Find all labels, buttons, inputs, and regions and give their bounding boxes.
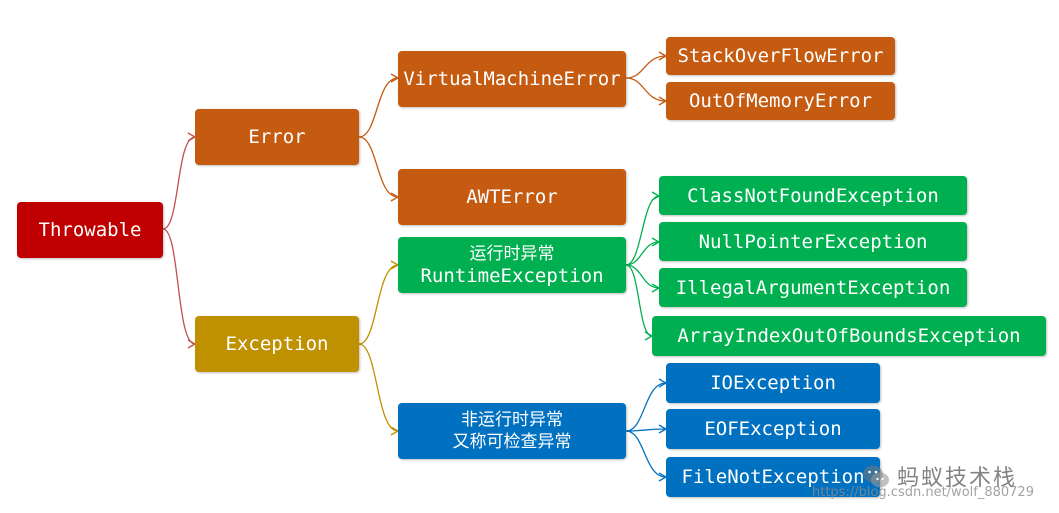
node-illegal-argument-exception: IllegalArgumentException (659, 268, 967, 307)
node-file-not-exception-label: FileNotException (681, 466, 865, 488)
node-file-not-exception: FileNotException (666, 457, 880, 497)
node-virtual-machine-error: VirtualMachineError (398, 51, 626, 107)
connector-throwable-exception (162, 228, 196, 345)
connector-checked-io (625, 382, 667, 432)
node-runtime-exception: 运行时异常 RuntimeException (398, 237, 626, 293)
node-array-index-out-of-bounds-exception-label: ArrayIndexOutOfBoundsException (677, 325, 1021, 347)
node-eof-exception-label: EOFException (704, 418, 842, 440)
connector-exception-runtime (358, 264, 399, 345)
node-out-of-memory-error: OutOfMemoryError (666, 82, 895, 120)
connector-runtime-classnotfound (625, 195, 660, 266)
node-throwable-label: Throwable (38, 219, 142, 241)
connector-error-awt (358, 136, 399, 198)
connector-throwable-error (162, 136, 196, 230)
node-io-exception: IOException (666, 363, 880, 403)
node-null-pointer-exception-label: NullPointerException (698, 230, 928, 253)
connector-runtime-arrayindex (625, 264, 653, 337)
wechat-icon (863, 465, 889, 488)
node-exception: Exception (195, 316, 359, 372)
watermark-name: 蚂蚁技术栈 (897, 466, 1018, 491)
node-eof-exception: EOFException (666, 409, 880, 449)
node-stack-overflow-error-label: StackOverFlowError (677, 45, 884, 67)
node-runtime-exception-label-zh: 运行时异常 (469, 244, 555, 264)
node-null-pointer-exception: NullPointerException (659, 222, 967, 261)
node-stack-overflow-error: StackOverFlowError (666, 37, 895, 75)
node-class-not-found-exception: ClassNotFoundException (659, 176, 967, 215)
node-checked-exception-label-line1: 非运行时异常 (461, 410, 563, 430)
node-virtual-machine-error-label: VirtualMachineError (403, 68, 621, 90)
connector-error-vm (358, 77, 399, 138)
node-throwable: Throwable (17, 202, 163, 258)
node-array-index-out-of-bounds-exception: ArrayIndexOutOfBoundsException (652, 316, 1046, 356)
node-error-label: Error (248, 126, 306, 148)
node-runtime-exception-label-en: RuntimeException (420, 265, 604, 287)
node-exception-label: Exception (225, 333, 329, 355)
node-checked-exception: 非运行时异常 又称可检查异常 (398, 403, 626, 459)
watermark-url: https://blog.csdn.net/wolf_880729 (812, 485, 1034, 500)
node-illegal-argument-exception-label: IllegalArgumentException (675, 276, 951, 299)
node-io-exception-label: IOException (710, 372, 836, 394)
node-awt-error: AWTError (398, 169, 626, 225)
node-class-not-found-exception-label: ClassNotFoundException (687, 184, 939, 207)
node-awt-error-label: AWTError (466, 186, 558, 208)
node-error: Error (195, 109, 359, 165)
node-out-of-memory-error-label: OutOfMemoryError (688, 90, 873, 112)
connector-checked-filenot (625, 430, 667, 478)
connector-exception-checked (358, 343, 399, 432)
connector-runtime-nullpointer (625, 241, 660, 266)
connector-vm-stackoverflow (625, 55, 667, 79)
connector-vm-outofmemory (625, 77, 667, 102)
connector-checked-eof (625, 428, 667, 432)
node-checked-exception-label-line2: 又称可检查异常 (452, 432, 572, 452)
connector-runtime-illegalargument (625, 264, 660, 289)
